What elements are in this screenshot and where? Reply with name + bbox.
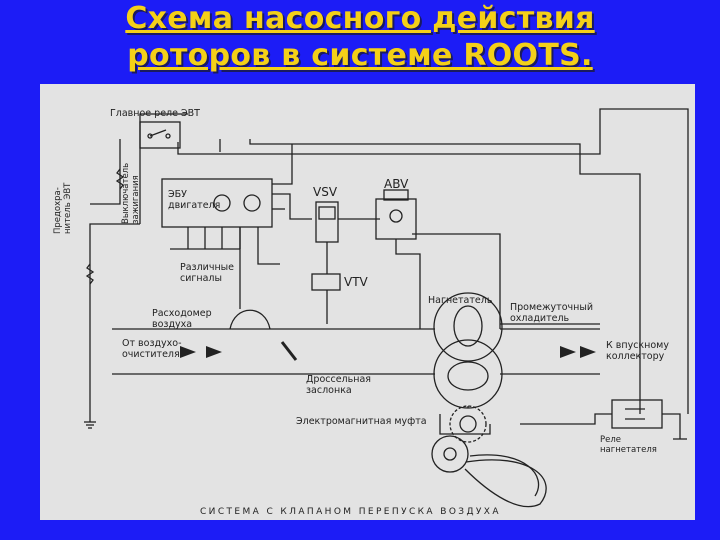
airflow-meter bbox=[229, 309, 271, 330]
label-signals-2: сигналы bbox=[180, 273, 222, 284]
crank-pulley bbox=[431, 435, 469, 473]
label-intercooler-1: Промежуточный bbox=[510, 302, 593, 313]
electromagnetic-clutch bbox=[449, 405, 487, 443]
label-throttle-2: заслонка bbox=[306, 385, 352, 396]
label-fuse-2: нитель ЭВТ bbox=[63, 182, 73, 234]
wire-left-main bbox=[89, 223, 140, 404]
label-signals-1: Различные bbox=[180, 262, 234, 273]
flow-arrow-out-2 bbox=[580, 346, 596, 358]
label-vtv: VTV bbox=[344, 275, 369, 289]
ecu-box bbox=[161, 178, 273, 228]
supercharger-housing bbox=[433, 292, 503, 362]
label-clutch: Электромагнитная муфта bbox=[296, 416, 427, 427]
label-abv: ABV bbox=[384, 177, 409, 191]
label-intercooler-2: охладитель bbox=[510, 313, 570, 324]
wire-top-bus bbox=[177, 108, 689, 414]
label-fuse-1: Предохра- bbox=[53, 187, 63, 234]
title-line-2: роторов в системе ROOTS. bbox=[127, 38, 593, 73]
diagram-caption: СИСТЕМА С КЛАПАНОМ ПЕРЕПУСКА ВОЗДУХА bbox=[200, 507, 501, 517]
label-supercharger: Нагнетатель bbox=[428, 295, 493, 306]
label-ecu-1: ЭБУ bbox=[168, 189, 187, 200]
label-from-cleaner-2: очистителя bbox=[122, 349, 180, 360]
label-to-intake-2: коллектору bbox=[606, 351, 665, 362]
label-vsv: VSV bbox=[313, 185, 338, 199]
supercharger-relay-box bbox=[611, 399, 663, 429]
wire-second-bus bbox=[249, 139, 641, 414]
label-ignition-2: зажигания bbox=[131, 175, 141, 224]
slide-title: Схема насосного действия роторов в систе… bbox=[0, 0, 720, 82]
flow-arrow-out-1 bbox=[560, 346, 576, 358]
label-throttle-1: Дроссельная bbox=[306, 374, 371, 385]
label-main-relay: Главное реле ЭВТ bbox=[110, 108, 200, 119]
drive-belt bbox=[464, 459, 547, 508]
label-sc-relay-2: нагнетателя bbox=[600, 445, 657, 455]
label-ecu-2: двигателя bbox=[168, 200, 220, 211]
fuse-symbol bbox=[85, 263, 95, 285]
scanned-diagram: Главное реле ЭВТ Предохра- нитель ЭВТ Вы… bbox=[40, 84, 695, 520]
label-ignition-1: Выключатель bbox=[121, 163, 131, 224]
flow-arrow-in-2 bbox=[206, 346, 222, 358]
label-airflow-1: Расходомер bbox=[152, 308, 212, 319]
label-from-cleaner-1: От воздухо- bbox=[122, 338, 182, 349]
roots-system-schematic: Главное реле ЭВТ Предохра- нитель ЭВТ Вы… bbox=[53, 108, 689, 517]
flow-arrow-in-1 bbox=[180, 346, 196, 358]
label-sc-relay-1: Реле bbox=[600, 435, 621, 445]
title-line-1: Схема насосного действия bbox=[125, 1, 595, 36]
label-airflow-2: воздуха bbox=[152, 319, 192, 330]
vtv-valve bbox=[311, 273, 341, 291]
label-to-intake-1: К впускному bbox=[606, 340, 669, 351]
abv-valve bbox=[375, 198, 417, 240]
throttle-plate bbox=[280, 341, 298, 361]
main-relay-box bbox=[139, 121, 181, 149]
